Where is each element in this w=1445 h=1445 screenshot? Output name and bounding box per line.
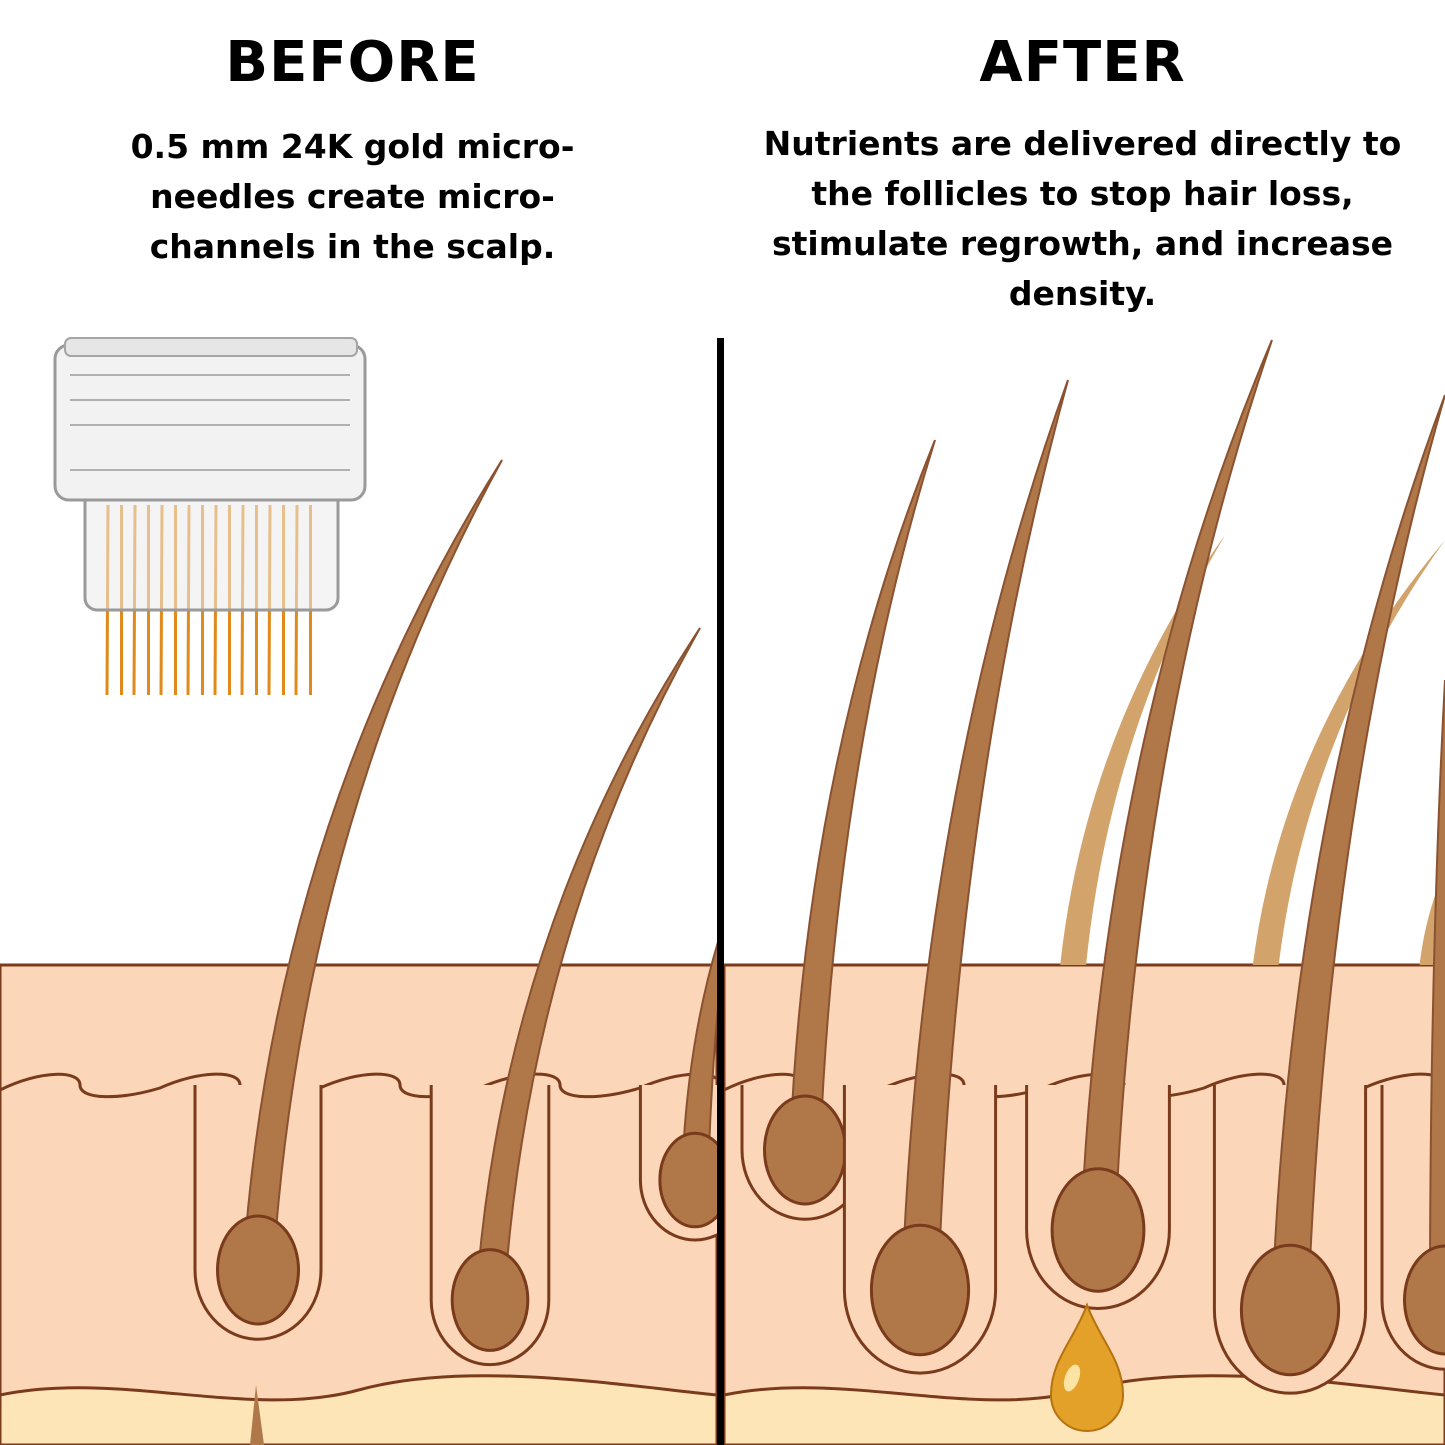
hair — [1252, 540, 1445, 965]
hair — [842, 379, 1069, 1375]
hair-root — [250, 1385, 264, 1445]
hair-bulb — [1239, 1243, 1341, 1377]
after-line: Nutrients are delivered directly to — [763, 124, 1402, 163]
hair-shaft — [1252, 540, 1445, 965]
after-heading: AFTER — [979, 30, 1186, 95]
hair-bulb — [450, 1248, 530, 1352]
hair-follicles — [193, 339, 1445, 1445]
microneedle-device-icon — [53, 337, 367, 696]
device-rim — [64, 337, 358, 357]
panel-divider — [717, 338, 724, 1445]
before-line: needles create micro- — [150, 177, 555, 216]
hair — [1380, 679, 1445, 1371]
hair — [1025, 339, 1273, 1311]
fat-layer — [0, 1374, 719, 1445]
after-description: Nutrients are delivered directly to the … — [730, 119, 1435, 319]
hair — [1060, 535, 1225, 965]
after-line: stimulate regrowth, and increase — [771, 224, 1394, 263]
hair — [740, 439, 936, 1221]
hair-shaft — [1060, 535, 1225, 965]
hair-bulb — [763, 1094, 847, 1206]
hair — [1212, 394, 1445, 1395]
hair — [638, 941, 717, 1242]
skin-cross-section-before — [0, 963, 801, 1445]
after-line: the follicles to stop hair loss, — [811, 174, 1354, 213]
hair-bulb — [1050, 1167, 1146, 1293]
droplet-highlight — [1063, 1364, 1081, 1392]
hair — [193, 459, 503, 1341]
hair-shaft — [1428, 679, 1445, 1301]
hair-bulb — [869, 1223, 971, 1357]
hair-bulb — [1403, 1244, 1445, 1356]
hair-bulb — [658, 1131, 717, 1229]
before-heading: BEFORE — [225, 30, 480, 95]
needle-cartridge — [83, 488, 340, 612]
before-line: 0.5 mm 24K gold micro- — [130, 127, 575, 166]
nutrient-droplet-icon — [1049, 1302, 1125, 1432]
device-head — [53, 343, 367, 502]
hair — [429, 627, 701, 1367]
after-line: density. — [1008, 274, 1157, 313]
droplet-body — [1049, 1302, 1125, 1432]
before-description: 0.5 mm 24K gold micro- needles create mi… — [0, 122, 705, 272]
hair-bulb — [216, 1214, 300, 1326]
epidermis — [0, 963, 719, 1445]
dermis-line — [0, 1072, 801, 1099]
before-line: channels in the scalp. — [149, 227, 556, 266]
